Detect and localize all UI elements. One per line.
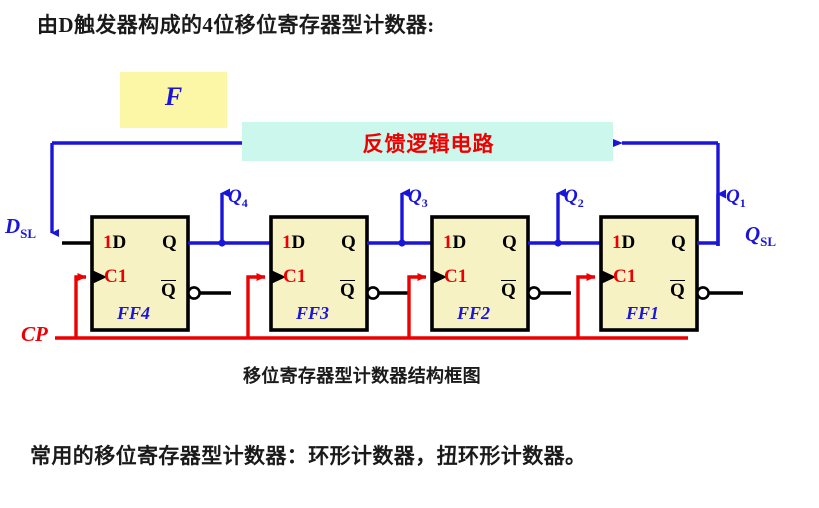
ff2-port-clk: C1 bbox=[444, 266, 468, 287]
ff2-port-d: 1D bbox=[443, 232, 466, 254]
ff3-port-d-suffix: D bbox=[291, 232, 306, 253]
ff1-output-letter: Q bbox=[726, 186, 740, 207]
qbar-bubble-icon bbox=[187, 286, 201, 300]
flipflop-ff2 bbox=[430, 215, 571, 332]
junction-dot bbox=[218, 239, 226, 247]
clock-label: CP bbox=[21, 322, 48, 346]
serial-output-letter: Q bbox=[745, 222, 761, 246]
ff1-name: FF1 bbox=[626, 303, 660, 323]
ff2-port-d-prefix: 1 bbox=[443, 232, 453, 253]
ff3-output-label: Q3 bbox=[408, 186, 428, 211]
ff3-port-d: 1D bbox=[282, 232, 305, 254]
ff2-port-q: Q bbox=[502, 232, 517, 253]
footer-note: 常用的移位寄存器型计数器：环形计数器，扭环形计数器。 bbox=[30, 444, 587, 468]
ff4-name: FF4 bbox=[117, 303, 151, 323]
ff4-output-letter: Q bbox=[228, 186, 242, 207]
diagram-caption: 移位寄存器型计数器结构框图 bbox=[243, 366, 481, 386]
feedback-logic-box bbox=[242, 122, 613, 161]
ff3-name: FF3 bbox=[296, 303, 330, 323]
ff1-port-qbar-text: Q bbox=[670, 280, 685, 301]
feedback-function-label: F bbox=[164, 82, 183, 111]
qbar-bubble-icon bbox=[696, 286, 710, 300]
ff3-port-clk: C1 bbox=[283, 266, 307, 287]
serial-output-label: QSL bbox=[745, 222, 776, 250]
feedback-function-box bbox=[120, 72, 227, 128]
ff3-port-d-prefix: 1 bbox=[282, 232, 292, 253]
ff4-port-q: Q bbox=[162, 232, 177, 253]
ff1-port-d-prefix: 1 bbox=[612, 232, 622, 253]
clock-triangle-icon bbox=[271, 270, 286, 284]
clock-triangle-icon bbox=[601, 270, 616, 284]
ff4-output-label: Q4 bbox=[228, 186, 248, 211]
ff3-output-sub: 3 bbox=[421, 195, 428, 210]
ff2-output-letter: Q bbox=[564, 186, 578, 207]
ff2-port-qbar-text: Q bbox=[501, 280, 516, 301]
ff4-port-d-prefix: 1 bbox=[103, 232, 113, 253]
page-title: 由D触发器构成的4位移位寄存器型计数器: bbox=[37, 13, 435, 37]
ff2-output-label: Q2 bbox=[564, 186, 584, 211]
output-tap-q1 bbox=[697, 189, 726, 246]
flipflop-ff1 bbox=[599, 215, 743, 332]
ff1-port-clk: C1 bbox=[613, 266, 637, 287]
ff2-name: FF2 bbox=[457, 303, 491, 323]
ff1-output-sub: 1 bbox=[739, 195, 746, 210]
flipflop-ff4 bbox=[90, 215, 231, 332]
ff1-output-label: Q1 bbox=[726, 186, 746, 211]
ff1-port-d: 1D bbox=[612, 232, 635, 254]
qbar-bubble-icon bbox=[366, 286, 380, 300]
ff4-port-qbar-text: Q bbox=[161, 280, 176, 301]
ff4-port-qbar: Q bbox=[161, 280, 176, 302]
serial-input-letter: D bbox=[5, 214, 21, 238]
ff1-port-q: Q bbox=[671, 232, 686, 253]
clock-triangle-icon bbox=[432, 270, 447, 284]
ff4-port-d: 1D bbox=[103, 232, 126, 254]
flipflop-ff3 bbox=[269, 215, 410, 332]
feedback-forward-wire bbox=[50, 141, 242, 237]
serial-output-sub: SL bbox=[760, 234, 777, 250]
junction-dot bbox=[554, 239, 562, 247]
serial-input-label: DSL bbox=[5, 214, 36, 242]
ff2-port-qbar: Q bbox=[501, 280, 516, 302]
ff3-port-q: Q bbox=[341, 232, 356, 253]
ff3-output-letter: Q bbox=[408, 186, 422, 207]
clock-triangle-icon bbox=[92, 270, 107, 284]
qbar-bubble-icon bbox=[527, 286, 541, 300]
output-tap-q2 bbox=[528, 188, 601, 245]
output-tap-q4 bbox=[188, 188, 271, 245]
ff2-port-d-suffix: D bbox=[452, 232, 467, 253]
ff4-port-clk: C1 bbox=[104, 266, 128, 287]
ff4-output-sub: 4 bbox=[241, 195, 248, 210]
ff1-port-d-suffix: D bbox=[621, 232, 636, 253]
clock-bus-wire bbox=[55, 273, 688, 340]
ff3-port-qbar-text: Q bbox=[340, 280, 355, 301]
ff3-port-qbar: Q bbox=[340, 280, 355, 302]
ff1-port-qbar: Q bbox=[670, 280, 685, 302]
feedback-logic-label: 反馈逻辑电路 bbox=[362, 132, 495, 156]
ff4-port-d-suffix: D bbox=[112, 232, 127, 253]
serial-input-sub: SL bbox=[20, 226, 37, 242]
junction-dot bbox=[398, 239, 406, 247]
ff2-output-sub: 2 bbox=[577, 195, 584, 210]
